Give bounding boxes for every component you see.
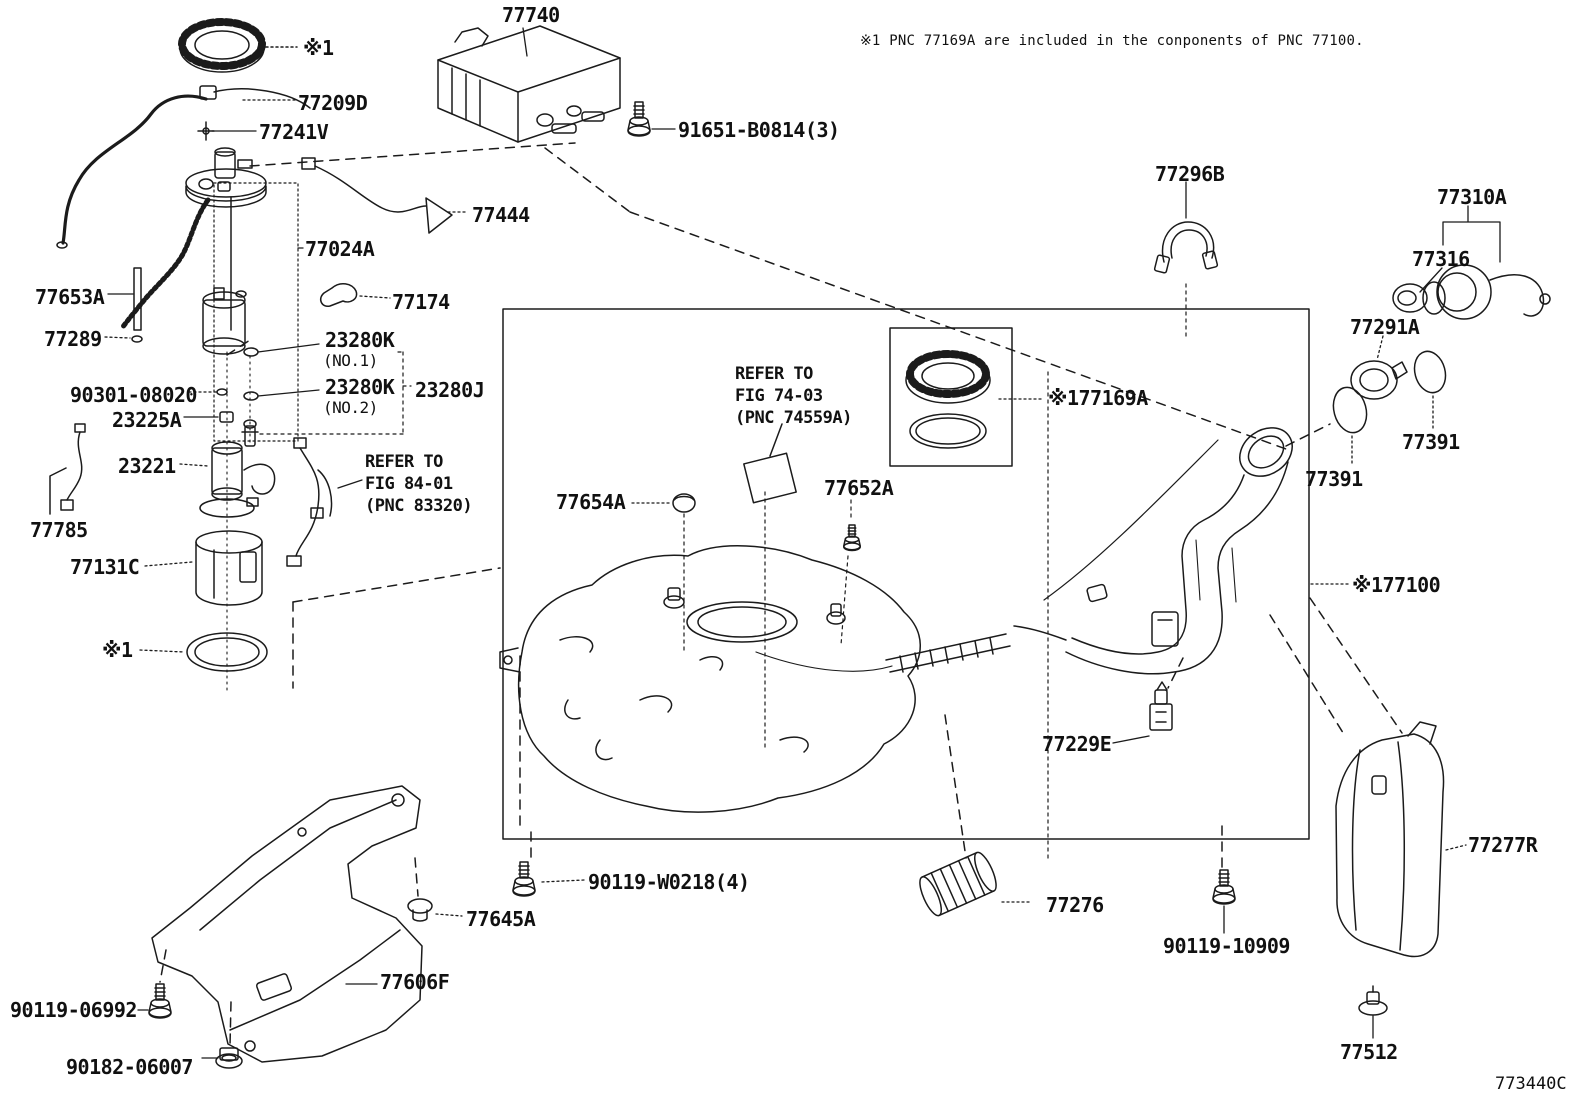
bolt-91651-icon <box>627 101 651 137</box>
part-label-77169A: ※177169A <box>1048 386 1148 410</box>
part-label-77740: 77740 <box>502 3 560 27</box>
part-label-23225A: 23225A <box>112 408 182 432</box>
tube-77653A <box>132 268 142 342</box>
screw-77652A-icon <box>843 524 861 552</box>
bolt-90119-10909-icon <box>1212 869 1236 905</box>
fuel-pump-23221 <box>200 442 275 517</box>
part-label-77310A: 77310A <box>1437 185 1507 209</box>
part-label-77606F: 77606F <box>380 970 450 994</box>
part-label-77654A: 77654A <box>556 490 626 514</box>
clip-77229E <box>1150 682 1172 730</box>
part-label-90182-06007: 90182-06007 <box>66 1055 193 1079</box>
part-label-77645A: 77645A <box>466 907 536 931</box>
oring-77391-right <box>1410 348 1450 396</box>
marker-asterisk1-bottom: ※1 <box>102 638 133 662</box>
refer-note-fig-74-03: REFER TO FIG 74-03 (PNC 74559A) <box>735 364 852 428</box>
clip-77241V <box>198 122 214 140</box>
fuel-tank <box>500 546 920 812</box>
part-label-77391-right: 77391 <box>1402 430 1460 454</box>
part-label-77024A: 77024A <box>305 237 375 261</box>
dotted-lines <box>258 284 1186 858</box>
part-label-77653A: 77653A <box>35 285 105 309</box>
diagram-code: 773440C <box>1495 1074 1567 1094</box>
refer-74-target-square <box>744 424 796 503</box>
part-label-77241V: 77241V <box>259 120 329 144</box>
marker-asterisk1-top: ※1 <box>303 36 334 60</box>
shield-ring-77291A <box>1351 361 1407 399</box>
oring-77391-left <box>1329 384 1372 437</box>
part-label-77174: 77174 <box>392 290 450 314</box>
hook-77174 <box>321 284 357 307</box>
grommet-77654A-icon <box>673 494 695 512</box>
part-label-77289: 77289 <box>44 327 102 351</box>
part-label-77316: 77316 <box>1412 247 1470 271</box>
lock-ring-top-icon <box>180 22 297 72</box>
part-label-77291A: 77291A <box>1350 315 1420 339</box>
tube-77444 <box>302 158 452 233</box>
shield-77277R <box>1336 722 1444 956</box>
bolt-90119-W0218-icon <box>512 861 536 897</box>
part-label-no2: (NO.2) <box>323 398 378 417</box>
sender-harness <box>287 438 332 566</box>
part-label-23280K-no2: 23280K <box>325 375 395 399</box>
part-label-77100: ※177100 <box>1352 573 1441 597</box>
wire-77785 <box>50 424 85 514</box>
fuel-hose-77209D <box>57 86 310 248</box>
tank-protector-77606F <box>152 786 422 1062</box>
part-label-77652A: 77652A <box>824 476 894 500</box>
charcoal-canister-77740 <box>438 26 620 142</box>
grommet-77645A-icon <box>407 898 433 922</box>
gasket-77316 <box>1393 284 1427 312</box>
bolt-90119-06992-icon <box>148 983 172 1019</box>
clip-77512 <box>1359 986 1387 1015</box>
part-label-90119-W0218: 90119-W0218(4) <box>588 870 750 894</box>
part-label-no1: (NO.1) <box>323 351 378 370</box>
part-label-77512: 77512 <box>1340 1040 1398 1064</box>
fuel-cap-77310A <box>1423 265 1550 319</box>
nut-90182-06007-icon <box>216 1048 242 1068</box>
part-label-90119-10909: 90119-10909 <box>1163 934 1290 958</box>
pump-cup-77131C <box>196 531 262 605</box>
part-label-77391-left: 77391 <box>1305 467 1363 491</box>
gasket-ring-bottom <box>187 633 267 671</box>
clamp-77296B <box>1154 222 1218 273</box>
fuel-filter-77024A-region <box>203 183 298 690</box>
orings-and-sensor <box>217 348 258 446</box>
part-label-77276: 77276 <box>1046 893 1104 917</box>
clamp-77276 <box>916 850 1001 918</box>
part-label-77229E: 77229E <box>1042 732 1112 756</box>
footnote: ※1 PNC 77169A are included in the conpon… <box>860 33 1364 49</box>
part-label-90301-08020: 90301-08020 <box>70 383 197 407</box>
part-label-77209D: 77209D <box>298 91 368 115</box>
part-label-90119-06992: 90119-06992 <box>10 998 137 1022</box>
part-label-77296B: 77296B <box>1155 162 1225 186</box>
refer-note-fig-84-01: REFER TO FIG 84-01 (PNC 83320) <box>365 452 473 516</box>
part-label-77277R: 77277R <box>1468 833 1538 857</box>
dashed-lines <box>160 143 1402 1046</box>
part-label-23280J: 23280J <box>415 378 485 402</box>
part-label-77131C: 77131C <box>70 555 140 579</box>
part-label-91651-B0814: 91651-B0814(3) <box>678 118 840 142</box>
tank-outlet-bellows <box>756 634 1010 672</box>
filler-pipe <box>1014 418 1302 674</box>
leader-lines <box>105 28 1500 1058</box>
part-label-23280K-no1: 23280K <box>325 328 395 352</box>
lock-ring-detail-77169A <box>906 354 990 448</box>
part-label-77785: 77785 <box>30 518 88 542</box>
part-label-77444: 77444 <box>472 203 530 227</box>
part-label-23221: 23221 <box>118 454 176 478</box>
tank-assembly-box <box>503 309 1309 839</box>
